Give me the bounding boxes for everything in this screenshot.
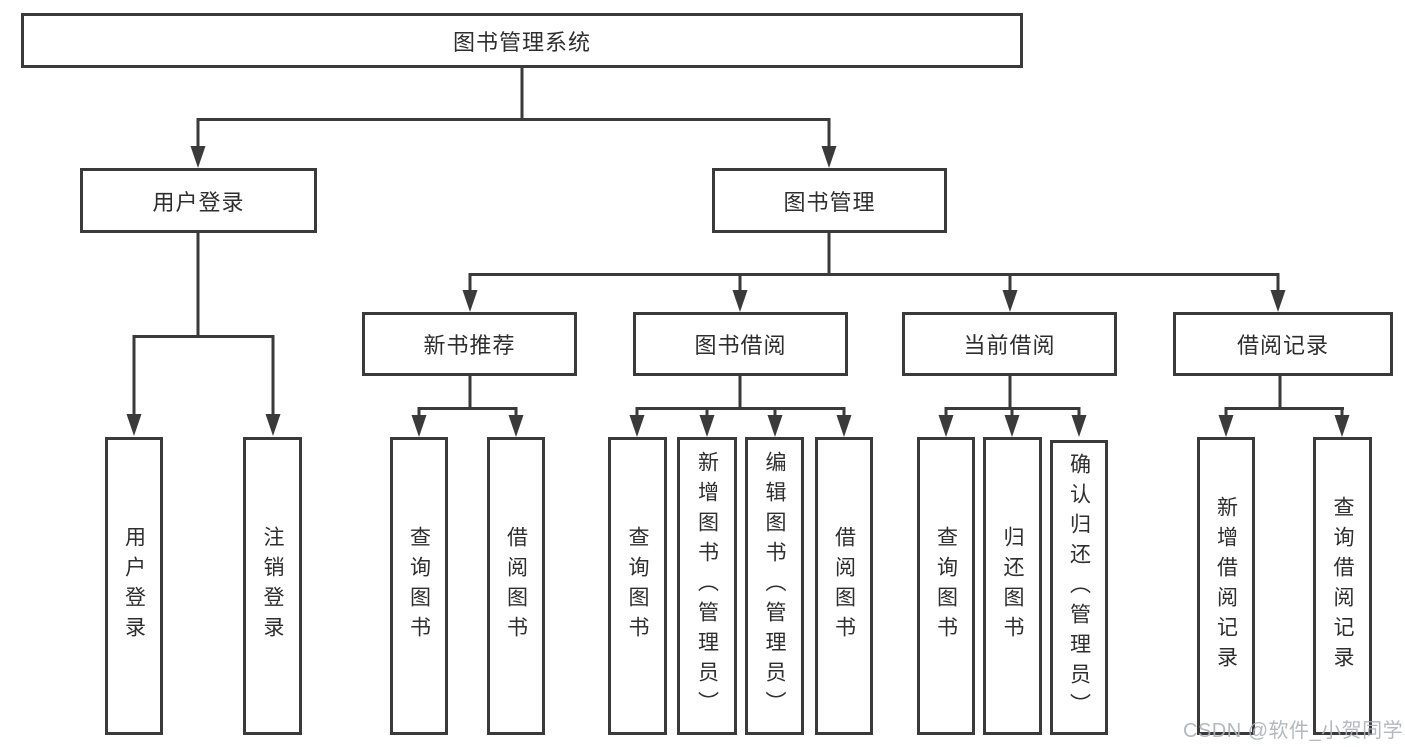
leaf-bb-add-books-admin-label: 新增图书（管理员） <box>695 451 719 721</box>
leaf-br-query-record-label: 查询借阅记录 <box>1331 496 1354 676</box>
arrowheads <box>126 146 1350 437</box>
leaf-logout-label: 注销登录 <box>261 526 284 646</box>
leaf-nbr-borrow-books: 借阅图书 <box>487 437 545 735</box>
leaf-bb-borrow-books-label: 借阅图书 <box>832 526 856 646</box>
node-current-borrow: 当前借阅 <box>902 312 1117 376</box>
leaf-cb-query-books: 查询图书 <box>917 437 975 735</box>
leaf-cb-return-books-label: 归还图书 <box>1001 526 1024 646</box>
node-book-management-label: 图书管理 <box>783 189 876 215</box>
leaf-nbr-borrow-books-label: 借阅图书 <box>504 526 528 646</box>
node-user-login-label: 用户登录 <box>152 189 245 215</box>
leaf-br-query-record: 查询借阅记录 <box>1313 437 1372 735</box>
leaf-cb-return-books: 归还图书 <box>983 437 1042 735</box>
leaf-bb-edit-books-admin-label: 编辑图书（管理员） <box>763 451 786 721</box>
csdn-watermark: CSDN @软件_小贺同学 <box>1183 720 1404 742</box>
leaf-user-login: 用户登录 <box>105 437 163 735</box>
leaf-br-add-record: 新增借阅记录 <box>1197 437 1255 735</box>
leaf-br-add-record-label: 新增借阅记录 <box>1214 496 1238 676</box>
node-new-book-recommend: 新书推荐 <box>362 312 577 376</box>
node-user-login: 用户登录 <box>80 168 317 233</box>
node-book-borrow: 图书借阅 <box>633 312 848 376</box>
node-root: 图书管理系统 <box>21 13 1023 68</box>
leaf-user-login-label: 用户登录 <box>122 526 146 646</box>
node-borrow-record: 借阅记录 <box>1173 312 1393 376</box>
leaf-bb-edit-books-admin: 编辑图书（管理员） <box>745 437 804 735</box>
node-current-borrow-label: 当前借阅 <box>963 333 1056 358</box>
node-root-label: 图书管理系统 <box>452 29 591 55</box>
leaf-bb-add-books-admin: 新增图书（管理员） <box>677 437 737 735</box>
leaf-nbr-query-books: 查询图书 <box>390 437 448 735</box>
leaf-cb-confirm-return-admin: 确认归还（管理员） <box>1050 440 1108 735</box>
leaf-bb-borrow-books: 借阅图书 <box>815 437 873 735</box>
node-borrow-record-label: 借阅记录 <box>1236 333 1329 358</box>
leaf-nbr-query-books-label: 查询图书 <box>407 526 431 646</box>
node-book-borrow-label: 图书借阅 <box>694 333 787 358</box>
leaf-cb-query-books-label: 查询图书 <box>934 526 958 646</box>
leaf-bb-query-books: 查询图书 <box>608 437 667 735</box>
node-new-book-recommend-label: 新书推荐 <box>423 333 516 358</box>
leaf-cb-confirm-return-admin-label: 确认归还（管理员） <box>1067 452 1091 723</box>
leaf-bb-query-books-label: 查询图书 <box>626 526 649 646</box>
leaf-logout: 注销登录 <box>243 437 302 735</box>
node-book-management: 图书管理 <box>712 168 947 233</box>
